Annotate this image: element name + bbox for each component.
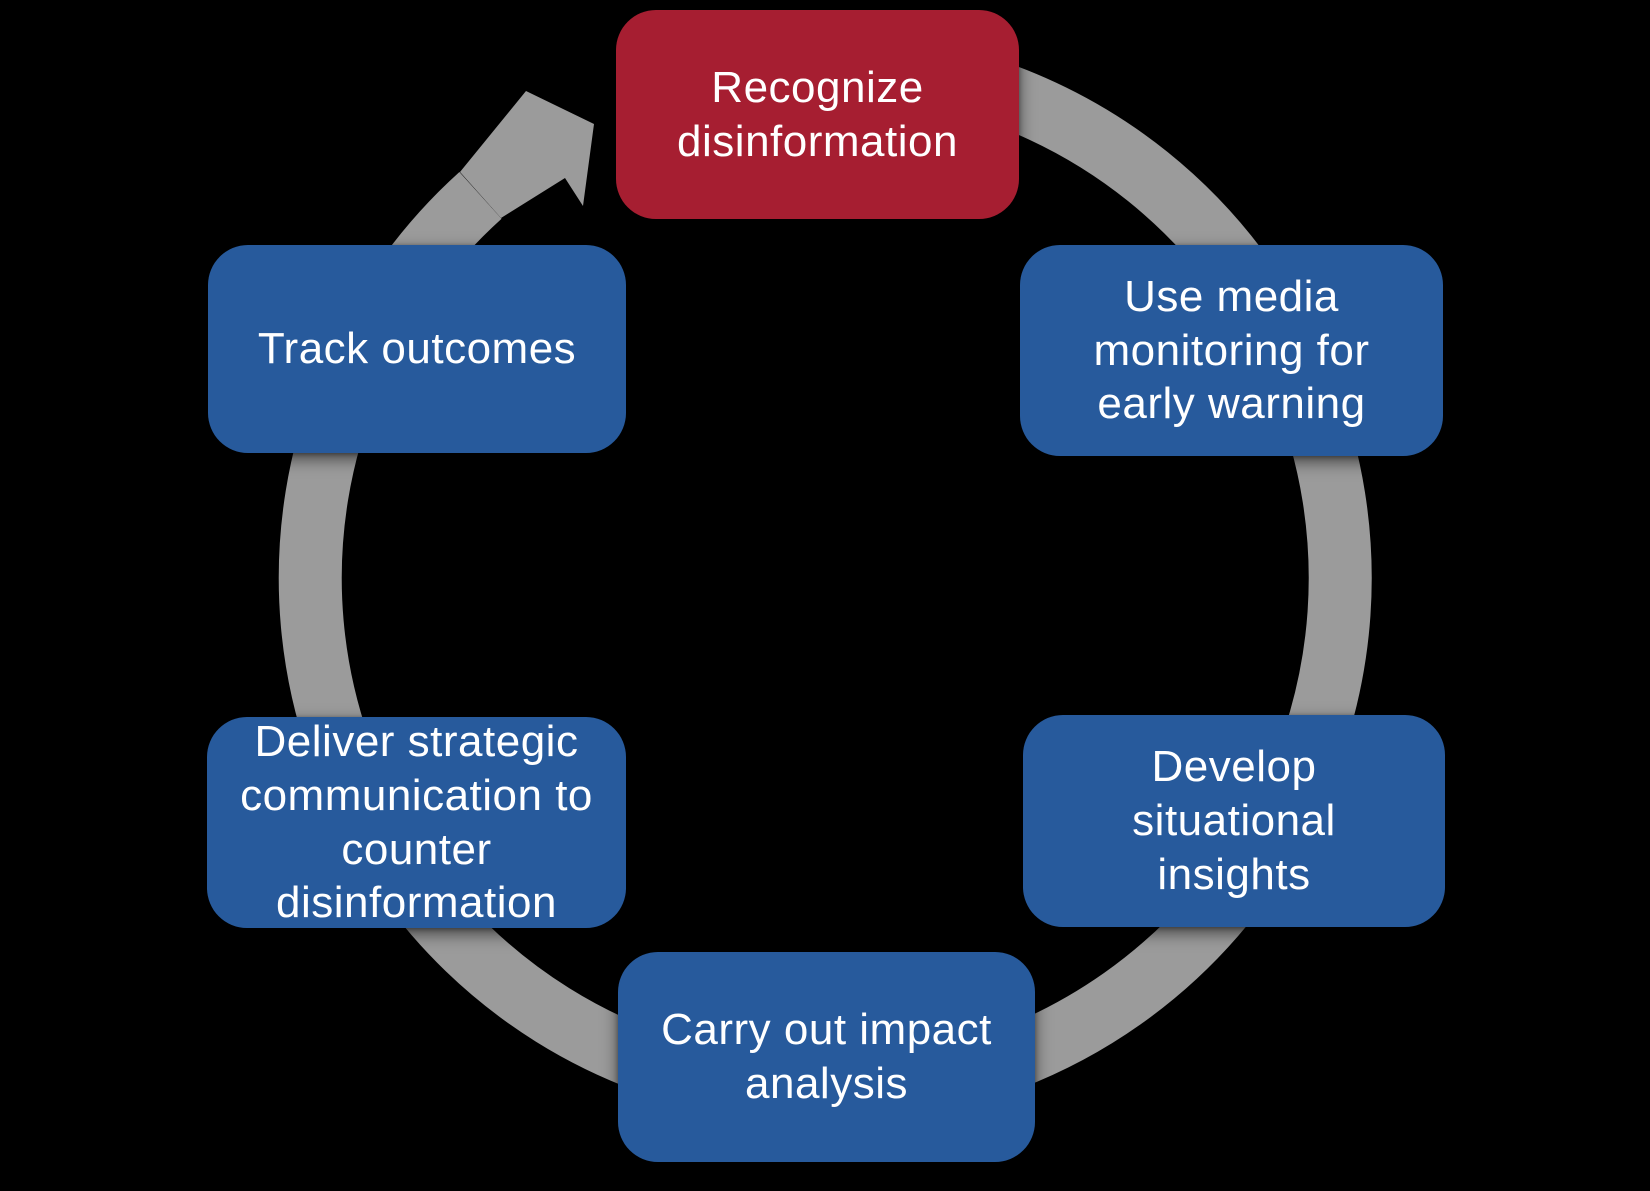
step-label-track-outcomes: Track outcomes — [257, 324, 577, 374]
step-label-deliver-strategic-communication: Deliver strategic communication to count… — [240, 717, 593, 928]
step-carry-out-impact-analysis: Carry out impact analysis — [618, 952, 1035, 1162]
ring-arrowhead-icon — [460, 91, 594, 218]
step-label-develop-situational-insights: Develop situational insights — [1132, 742, 1336, 899]
step-label-recognize-disinformation: Recognize disinformation — [677, 62, 958, 166]
step-label-carry-out-impact-analysis: Carry out impact analysis — [661, 1005, 992, 1108]
step-deliver-strategic-communication: Deliver strategic communication to count… — [207, 717, 626, 928]
step-track-outcomes: Track outcomes — [208, 245, 626, 453]
step-label-use-media-monitoring: Use media monitoring for early warning — [1093, 271, 1370, 429]
step-develop-situational-insights: Develop situational insights — [1023, 715, 1445, 927]
step-use-media-monitoring: Use media monitoring for early warning — [1020, 245, 1443, 456]
step-recognize-disinformation: Recognize disinformation — [616, 10, 1019, 219]
